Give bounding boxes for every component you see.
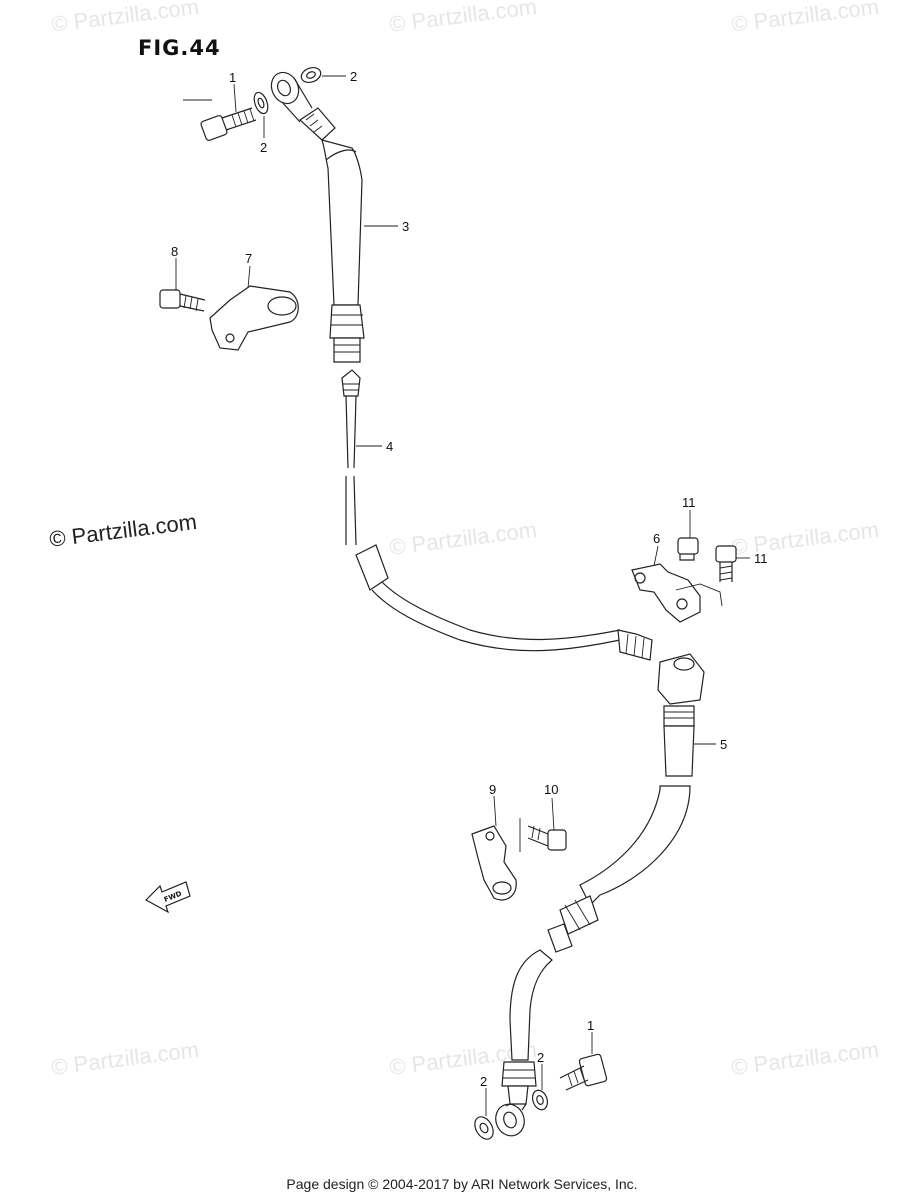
brake-hose-lower[interactable] xyxy=(501,653,705,1105)
callout-6: 6 xyxy=(653,531,660,546)
callout-1: 1 xyxy=(229,70,236,85)
callout-3: 3 xyxy=(402,219,409,234)
banjo-bolt-top[interactable] xyxy=(183,99,257,141)
brake-hose-upper[interactable] xyxy=(299,107,365,363)
clamp-bolt-upper[interactable] xyxy=(159,289,206,312)
leader-lines xyxy=(175,75,750,1116)
callout-11: 11 xyxy=(682,495,696,510)
callout-7: 7 xyxy=(245,251,252,266)
callout-2: 2 xyxy=(537,1050,544,1065)
callout-2: 2 xyxy=(480,1074,487,1089)
callout-2: 2 xyxy=(260,140,267,155)
clamp-bolt-lower[interactable] xyxy=(527,825,567,851)
washer-top-right[interactable] xyxy=(299,65,323,85)
brake-pipe[interactable] xyxy=(341,369,653,661)
callout-5: 5 xyxy=(720,737,727,752)
callout-9: 9 xyxy=(489,782,496,797)
banjo-fitting-bottom[interactable] xyxy=(491,1100,528,1140)
banjo-bolt-bottom[interactable] xyxy=(559,1053,608,1091)
hose-clamp-upper[interactable] xyxy=(209,285,299,351)
bracket-bolt-right[interactable] xyxy=(715,545,737,582)
washer-bottom-right[interactable] xyxy=(530,1088,550,1112)
callout-10: 10 xyxy=(544,782,558,797)
bracket-bolt-left[interactable] xyxy=(677,537,699,561)
callout-1: 1 xyxy=(587,1018,594,1033)
washer-bottom-left[interactable] xyxy=(471,1114,497,1143)
callout-2: 2 xyxy=(350,69,357,84)
hose-clamp-lower[interactable] xyxy=(471,818,521,901)
figure-label: FIG.44 xyxy=(138,36,221,60)
callout-11: 11 xyxy=(754,551,768,566)
hose-bracket-right[interactable] xyxy=(631,563,723,623)
forward-arrow-icon: FWD xyxy=(145,881,191,914)
page-footer: Page design © 2004-2017 by ARI Network S… xyxy=(286,1176,638,1192)
washer-top-left[interactable] xyxy=(252,91,271,116)
banjo-fitting-top[interactable] xyxy=(266,68,313,123)
callout-8: 8 xyxy=(171,244,178,259)
callout-4: 4 xyxy=(386,439,393,454)
